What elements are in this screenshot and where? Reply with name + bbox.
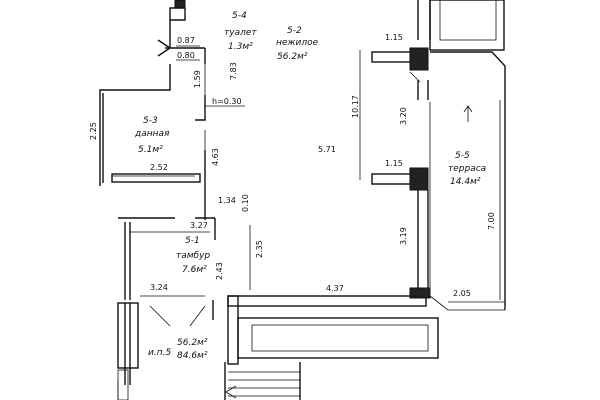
dim-235: 2.35 xyxy=(255,240,264,258)
dim-327: 3.27 xyxy=(190,221,208,230)
room-5-5-area: 14.4м² xyxy=(450,177,481,187)
window-top-right-inner xyxy=(439,0,497,41)
room-5-3-id: 5-3 xyxy=(143,116,158,126)
left-lower-block xyxy=(117,369,129,400)
main-bottom-wall xyxy=(227,295,427,307)
dim-700: 7.00 xyxy=(487,212,496,230)
pillar-top-black xyxy=(409,47,429,71)
dim-115a: 1.15 xyxy=(385,33,403,42)
dim-319: 3.19 xyxy=(399,227,408,245)
room-5-4-name: туалет xyxy=(224,28,257,38)
room-5-4-id: 5-4 xyxy=(232,11,247,21)
bath-bottom-wall xyxy=(111,173,201,183)
height-note: h=0.30 xyxy=(212,97,242,106)
top-vent xyxy=(174,0,186,9)
dimension-numbers: 0.87 0.80 1.59 7.83 10.17 1.15 3.20 2.25… xyxy=(89,33,496,298)
dim-252: 2.52 xyxy=(150,163,168,172)
toilet-wall xyxy=(165,20,206,64)
tambur-left-wall xyxy=(124,222,131,300)
dim-437: 4.37 xyxy=(326,284,344,293)
terrace-outline xyxy=(430,51,506,310)
right-wall-mid xyxy=(417,80,429,100)
stair-outline xyxy=(224,362,301,400)
stair-steps xyxy=(228,371,300,397)
stair xyxy=(224,362,301,400)
toilet-wall-left xyxy=(157,39,172,57)
dim-205: 2.05 xyxy=(453,289,471,298)
room-5-2-name: нежилое xyxy=(276,38,319,48)
room-5-2-area: 56.2м² xyxy=(277,52,308,62)
dim-134: 1.34 xyxy=(218,196,236,205)
dim-320: 3.20 xyxy=(399,107,408,125)
dim-080: 0.80 xyxy=(177,51,195,60)
unit-area-living: 56.2м² xyxy=(177,338,208,348)
toilet-inner-wall xyxy=(195,95,206,121)
room-5-5-name: терраса xyxy=(448,164,486,174)
dim-463: 4.63 xyxy=(211,148,220,166)
room-5-1-name: тамбур xyxy=(176,251,210,261)
entry-wall xyxy=(124,303,131,385)
door-swing-entry-right xyxy=(189,305,206,327)
door-swing-entry-left xyxy=(149,305,171,327)
dim-159: 1.59 xyxy=(193,70,202,88)
mid-partition xyxy=(212,218,216,320)
top-vent-outline xyxy=(169,7,186,21)
dim-1017: 10.17 xyxy=(351,95,360,118)
dim-087: 0.87 xyxy=(177,36,195,45)
terrace-arrow xyxy=(463,105,473,122)
room-5-2-id: 5-2 xyxy=(287,26,302,36)
door-swings xyxy=(149,71,473,327)
room-5-3-name: данная xyxy=(134,129,170,139)
terrace-bottom-outer xyxy=(237,317,439,359)
stair-arrow xyxy=(225,385,237,399)
door-swing-top xyxy=(409,71,421,83)
dim-115b: 1.15 xyxy=(385,159,403,168)
unit-area-total: 84.6м² xyxy=(177,351,208,361)
dim-010: 0.10 xyxy=(241,194,250,212)
left-upper-wall xyxy=(99,64,171,186)
room-labels: 5-4 туалет 1.3м² 5-2 нежилое 56.2м² 5-3 … xyxy=(134,11,486,361)
room-5-4-area: 1.3м² xyxy=(228,42,253,52)
dim-783: 7.83 xyxy=(229,62,238,80)
terrace-diag xyxy=(429,295,505,311)
right-wall-outer xyxy=(417,0,431,40)
pillar-mid-black xyxy=(409,167,429,191)
dim-243: 2.43 xyxy=(215,262,224,280)
room-5-5-id: 5-5 xyxy=(455,151,470,161)
right-corner xyxy=(409,287,431,299)
terrace-bottom-inner xyxy=(251,324,429,352)
unit-label: и.п.5 xyxy=(148,348,171,358)
dimension-lines xyxy=(112,45,505,303)
dim-571: 5.71 xyxy=(318,145,336,154)
right-wall-low xyxy=(417,190,429,290)
entry-left-pier xyxy=(117,302,139,369)
dim-324: 3.24 xyxy=(150,283,168,292)
dim-225: 2.25 xyxy=(89,122,98,140)
room-5-1-area: 7.6м² xyxy=(182,265,207,275)
room-5-1-id: 5-1 xyxy=(185,236,200,246)
window-top-right xyxy=(429,0,505,51)
room-5-3-area: 5.1м² xyxy=(138,145,163,155)
